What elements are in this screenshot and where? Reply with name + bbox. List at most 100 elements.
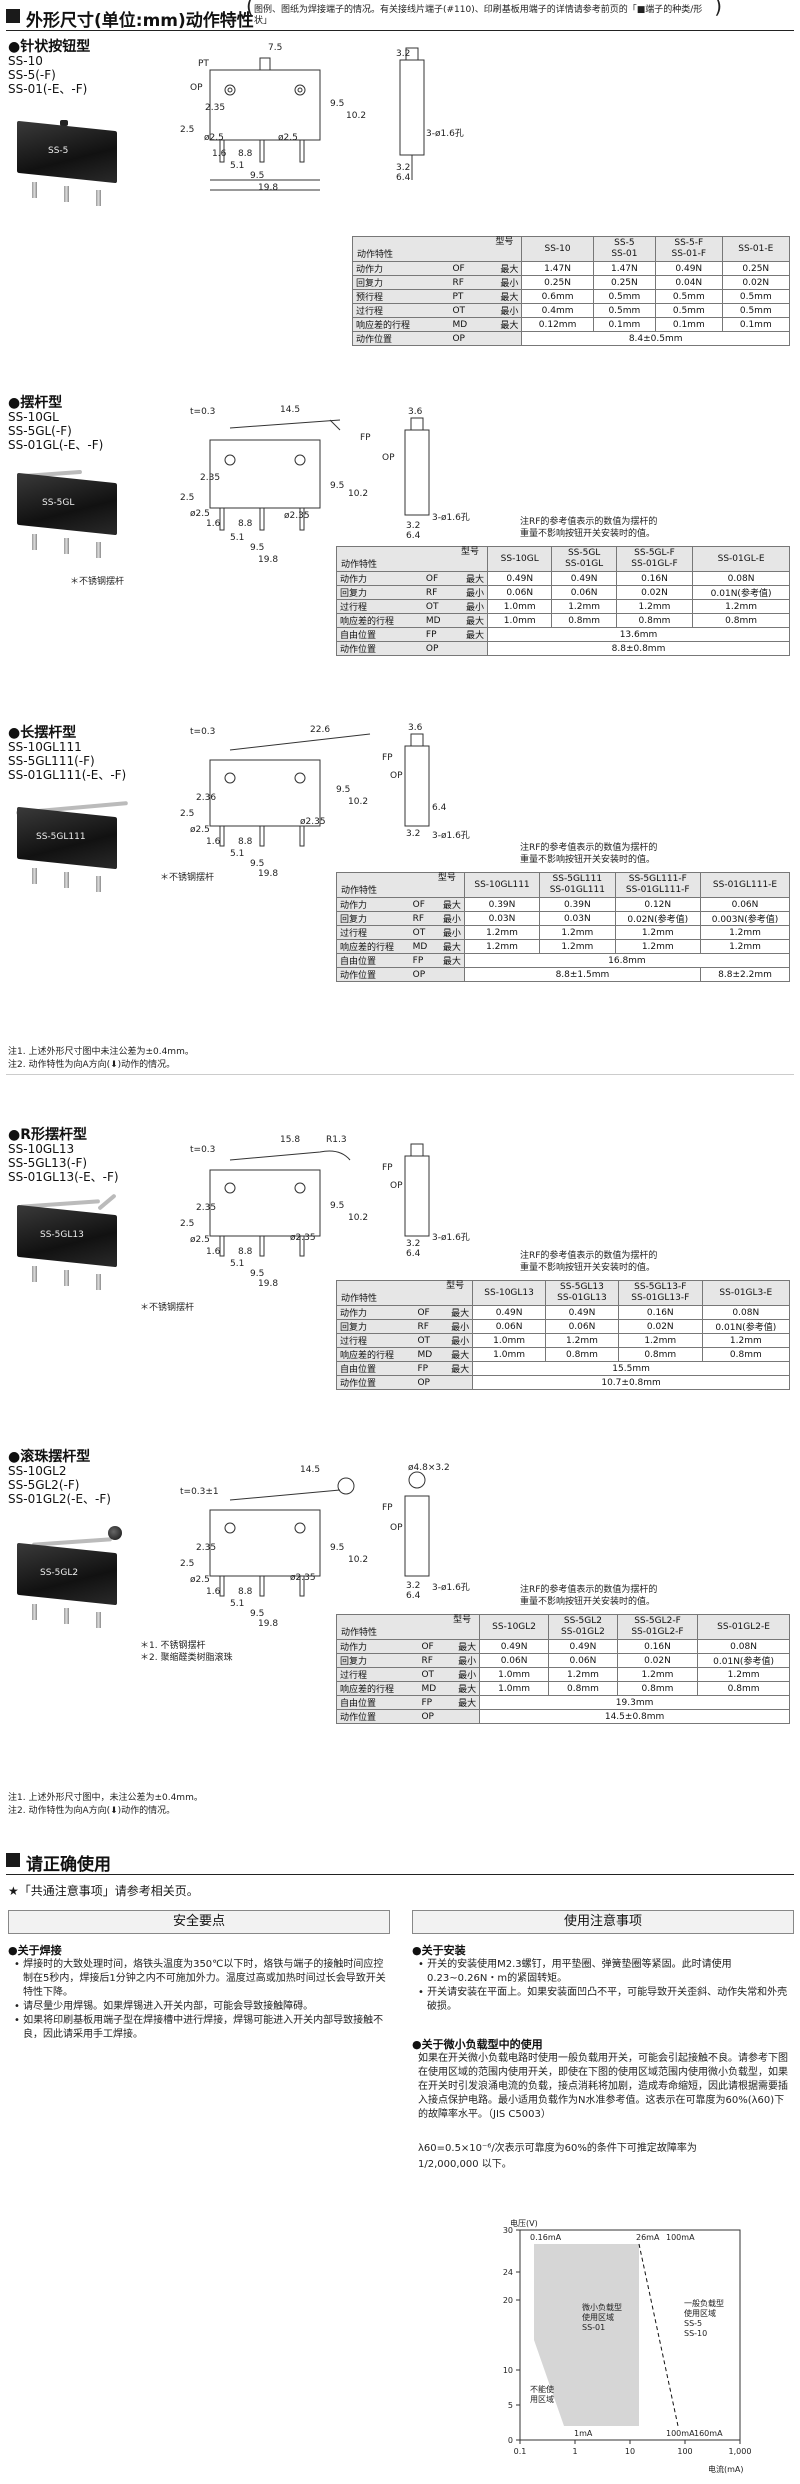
svg-text:8.8: 8.8 [238, 1247, 253, 1257]
table-col-model: SS-01-E [721, 236, 791, 262]
row-minmax: 最大 [434, 953, 465, 968]
svg-text:19.8: 19.8 [258, 1279, 278, 1289]
install-item: • 开关请安装在平面上。如果安装面凹凸不平，可能导致开关歪斜、动作失常和外壳破损… [418, 1987, 788, 2012]
row-label: 动作位置 [336, 1375, 415, 1390]
row-minmax: 最大 [434, 939, 465, 954]
svg-text:3.2: 3.2 [406, 1581, 420, 1591]
table-cell: 0.03N [539, 911, 616, 926]
section-square-icon [6, 9, 20, 23]
microload-title: ●关于微小负载型中的使用 [412, 2038, 543, 2051]
table-cell: 0.49N [545, 1305, 619, 1320]
table-cell: 1.2mm [616, 1667, 699, 1682]
svg-text:OP: OP [390, 1523, 403, 1533]
svg-text:2.36: 2.36 [196, 793, 216, 803]
svg-text:8.8: 8.8 [238, 519, 253, 529]
svg-text:6.4: 6.4 [396, 173, 411, 183]
section-1-switch-photo: SS-5 [12, 120, 122, 210]
row-label: 自由位置 [335, 627, 423, 642]
table-cell-merged: 8.4±0.5mm [521, 331, 790, 346]
svg-text:9.5: 9.5 [336, 785, 350, 795]
footnote-1a: 注1. 上述外形尺寸图中未注公差为±0.4mm。 [8, 1047, 194, 1057]
row-minmax: 最大 [452, 627, 488, 642]
row-symbol: OP [422, 641, 453, 656]
row-symbol: OT [409, 925, 435, 940]
row-label: 响应差的行程 [336, 1347, 415, 1362]
page-title: 外形尺寸(单位:mm)动作特性 [26, 11, 254, 31]
table-cell-merged: 8.8±1.5mm [463, 967, 702, 982]
table-model-label: 型号 [437, 873, 456, 883]
table-char-label: 动作特性 [341, 1294, 378, 1304]
svg-text:3-ø1.6孔: 3-ø1.6孔 [426, 128, 464, 139]
section-4-rf-note: 注RF的参考值表示的数值为摆杆的 重量不影响按钮开关安装时的值。 [520, 1251, 658, 1273]
svg-text:ø2.5: ø2.5 [278, 133, 298, 143]
usage-header: 请正确使用 [6, 1848, 794, 1875]
svg-text:14.5: 14.5 [300, 1465, 320, 1475]
section-5-title: ●滚珠摆杆型 [8, 1449, 91, 1465]
svg-text:3.2: 3.2 [396, 163, 410, 173]
section-2-title: ●摆杆型 [8, 395, 63, 411]
table-cell: 1.2mm [614, 925, 702, 940]
chart-x-tick-label: 0.1 [514, 2447, 527, 2456]
chart-region-label-general: 一般负载型 使用区域 SS-5 SS-10 [684, 2298, 727, 2338]
row-label: 动作力 [352, 261, 450, 276]
row-label: 动作位置 [335, 641, 423, 656]
table-char-label: 动作特性 [341, 560, 378, 570]
table-cell: 1.2mm [697, 1667, 790, 1682]
chart-x-tick-label: 100 [677, 2447, 692, 2456]
svg-text:2.35: 2.35 [196, 1203, 216, 1213]
row-label: 响应差的行程 [335, 939, 410, 954]
svg-text:8.8: 8.8 [238, 837, 253, 847]
row-symbol: MD [422, 613, 453, 628]
row-symbol: FP [422, 627, 453, 642]
table-cell: 0.49N [486, 571, 553, 586]
svg-text:9.5: 9.5 [250, 543, 264, 553]
svg-text:8.8: 8.8 [238, 149, 253, 159]
terminal-icon [32, 1604, 37, 1620]
table-cell: 0.003N(参考值) [700, 911, 790, 926]
section-3-rf-note: 注RF的参考值表示的数值为摆杆的 重量不影响按钮开关安装时的值。 [520, 843, 658, 865]
row-symbol: MD [449, 317, 483, 332]
table-cell: 0.16N [615, 571, 694, 586]
row-label: 过行程 [352, 303, 450, 318]
svg-text:3-ø1.6孔: 3-ø1.6孔 [432, 512, 470, 523]
row-label: 动作力 [336, 1305, 415, 1320]
terminal-icon [64, 538, 69, 554]
table-header-cell: 型号 动作特性 [335, 1614, 481, 1640]
row-symbol: RF [409, 911, 435, 926]
svg-text:t=0.3: t=0.3 [190, 1145, 215, 1155]
row-label: 过行程 [335, 925, 410, 940]
terminal-icon [64, 872, 69, 888]
table-cell: 0.4mm [521, 303, 594, 318]
table-cell: 0.5mm [592, 303, 657, 318]
chart-y-axis-label: 电压(V) [510, 2218, 538, 2228]
dimensions-header: 外形尺寸(单位:mm)动作特性 ( 图例、图纸为焊接端子的情况。有关接线片端子(… [6, 0, 794, 31]
table-cell-merged: 10.7±0.8mm [472, 1375, 790, 1390]
terminal-icon [96, 1612, 101, 1628]
section-3-spec-table: 型号 动作特性 SS-10GL111 SS-5GL111 SS-01GL111 … [335, 872, 791, 982]
svg-text:2.35: 2.35 [200, 473, 220, 483]
region-label-line: SS-01 [582, 2323, 605, 2332]
terminal-icon [64, 1270, 69, 1286]
svg-text:FP: FP [360, 433, 371, 443]
row-symbol: FP [418, 1695, 447, 1710]
row-symbol: MD [409, 939, 435, 954]
row-minmax [446, 1709, 481, 1724]
svg-text:3.2: 3.2 [406, 521, 420, 531]
chart-annotation: 1mA [574, 2429, 593, 2438]
section-5-rf-note: 注RF的参考值表示的数值为摆杆的 重量不影响按钮开关安装时的值。 [520, 1585, 658, 1607]
table-cell: 1.2mm [539, 939, 616, 954]
svg-text:OP: OP [390, 1181, 403, 1191]
table-cell: 1.2mm [551, 599, 617, 614]
row-minmax: 最大 [446, 1639, 481, 1654]
row-symbol: OT [422, 599, 453, 614]
svg-text:2.5: 2.5 [180, 1219, 194, 1229]
svg-text:PT: PT [198, 59, 209, 69]
row-label: 动作力 [335, 571, 423, 586]
row-minmax: 最小 [446, 1653, 481, 1668]
table-cell: 0.25N [721, 261, 791, 276]
table-char-label: 动作特性 [357, 250, 394, 260]
table-cell: 0.06N [551, 585, 617, 600]
table-cell-merged: 15.5mm [472, 1361, 790, 1376]
svg-text:19.8: 19.8 [258, 869, 278, 879]
row-symbol: RF [414, 1319, 442, 1334]
